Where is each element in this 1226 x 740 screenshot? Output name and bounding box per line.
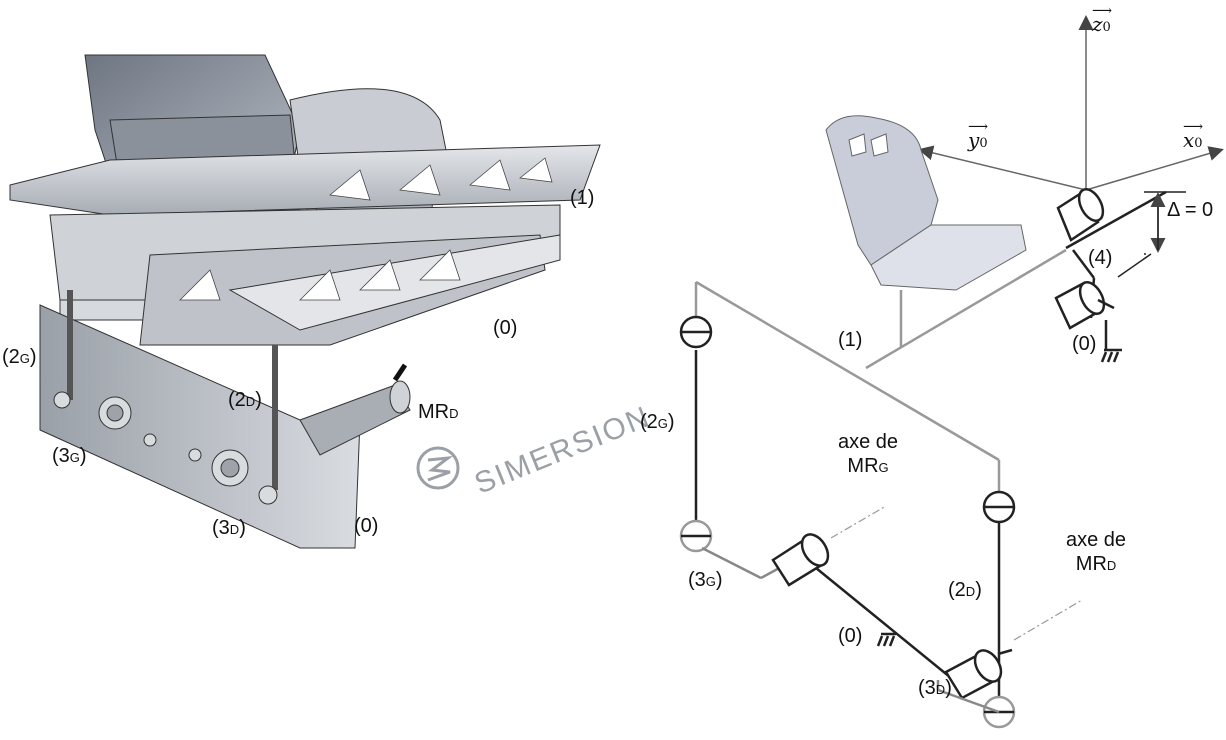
crank-3d xyxy=(936,680,1000,714)
label-part-3g: (3G) xyxy=(52,445,87,467)
delta-label: Δ = 0 xyxy=(1167,199,1214,221)
label-part-2d-right: (2D) xyxy=(948,579,982,601)
label-part-3g-right: (3G) xyxy=(688,569,723,591)
motor-g-pivot xyxy=(771,533,957,683)
brand-logo xyxy=(416,446,460,490)
label-part-1-right: (1) xyxy=(838,329,863,351)
rods xyxy=(67,290,278,490)
label-part-0-center: (0) xyxy=(838,625,863,647)
label-part-2d: (2D) xyxy=(228,389,262,411)
label-part-2g-right: (2G) xyxy=(640,411,675,433)
label-motor-d: MRD xyxy=(418,401,459,423)
axis-x0-label: x0⟶ xyxy=(1183,119,1204,152)
frame-shape xyxy=(9,144,601,346)
leg-2g xyxy=(679,315,713,553)
label-axis-motor-g: axe de MRG xyxy=(838,431,899,477)
label-part-0-bottom: (0) xyxy=(354,515,379,537)
seat-sketch xyxy=(825,115,1027,291)
label-part-0-top: (0) xyxy=(493,317,518,339)
label-part-2g: (2G) xyxy=(2,346,37,368)
axis-z0-label: z0⟶ xyxy=(1092,3,1113,36)
label-part-4: (4) xyxy=(1088,247,1113,269)
pivot-4 xyxy=(1054,188,1122,363)
kinematic-diagram xyxy=(679,15,1224,729)
delta-dimension xyxy=(1117,191,1186,278)
label-part-1: (1) xyxy=(570,187,595,209)
motor-shape xyxy=(299,363,411,456)
label-part-0-ground: (0) xyxy=(1072,333,1097,355)
reference-axes xyxy=(918,15,1224,191)
leg-2d xyxy=(982,490,1016,729)
cad-render xyxy=(9,54,601,549)
label-axis-motor-d: axe de MRD xyxy=(1066,529,1127,575)
label-part-3d: (3D) xyxy=(212,517,246,539)
motor-d-pivot xyxy=(944,648,1013,700)
axis-y0-label: y0⟶ xyxy=(968,119,989,152)
label-part-3d-right: (3D) xyxy=(918,677,952,699)
